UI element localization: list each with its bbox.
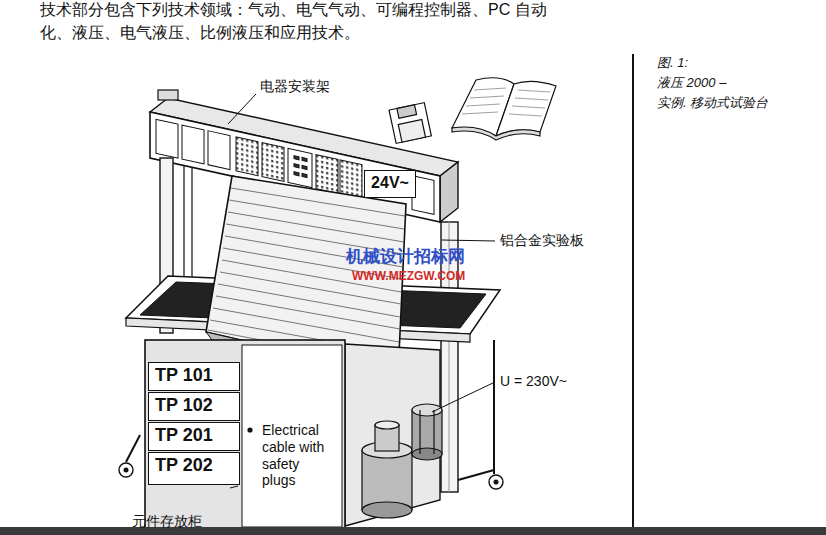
node-text: 24V~ <box>371 173 409 192</box>
figure-caption: 实例. 移动式试验台 <box>657 96 768 111</box>
watermark: 机械设计招标网 <box>346 247 465 267</box>
drawer-front: TP 202 <box>148 452 240 485</box>
node-text: TP 202 <box>155 455 233 477</box>
figure-caption: 图. 1: <box>657 56 688 71</box>
node-text: TP 102 <box>155 395 233 417</box>
node-text: Electrical cable with safety plugs <box>262 422 336 489</box>
door-note: Electrical cable with safety plugs <box>256 420 342 491</box>
node-text: TP 101 <box>155 365 233 387</box>
watermark: WWW.MEZGW.COM <box>352 270 465 284</box>
drawer-front: TP 101 <box>148 362 240 391</box>
part-label: 元件存放柜 <box>132 513 202 529</box>
drawer-front: TP 201 <box>148 422 240 451</box>
intro-text: 技术部分包含下列技术领域：气动、电气气动、可编程控制器、PC 自动 <box>40 1 547 19</box>
power-module: 24V~ <box>364 170 416 198</box>
figure-caption: 液压 2000 – <box>657 76 726 91</box>
drawer-front: TP 102 <box>148 392 240 421</box>
node-text: TP 201 <box>155 425 233 447</box>
part-label: 铝合金实验板 <box>500 232 584 248</box>
part-label: U = 230V~ <box>500 373 567 389</box>
part-label: 电器安装架 <box>260 78 330 94</box>
intro-text: 化、液压、电气液压、比例液压和应用技术。 <box>40 24 360 42</box>
